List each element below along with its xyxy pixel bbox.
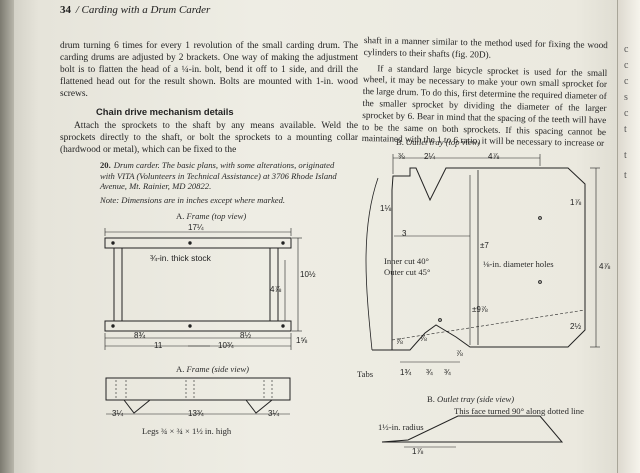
holes-label: ⅛-in. diameter holes — [483, 259, 554, 269]
edge-letter: c — [624, 108, 629, 119]
dim-side-left: 3¼ — [112, 409, 124, 418]
dim-small-c: ⅞ — [456, 349, 463, 358]
dim-small-a: ⅞ — [396, 337, 403, 346]
text-column-left: drum turning 6 times for every 1 revolut… — [60, 40, 358, 160]
running-header: 34 / Carding with a Drum Carder — [60, 4, 210, 16]
page-number: 34 — [60, 4, 71, 16]
dim-right-a: 8½ — [240, 331, 252, 340]
edge-letter: t — [624, 170, 627, 181]
edge-letter: s — [624, 92, 628, 103]
dim-right-bot: 2½ — [570, 322, 582, 331]
dim-bot-b: ¾ — [426, 368, 433, 377]
inner-cut-label: Inner cut 40° — [384, 256, 429, 266]
dim-small-b: ⅞ — [420, 334, 427, 343]
dim-left-gap: 1⅛ — [380, 204, 392, 213]
stock-label: ¾-in. thick stock — [150, 253, 211, 263]
outlet-tray-side-title: B. Outlet tray (side view) — [427, 394, 515, 404]
legs-note: Legs ¾ × ¾ × 1½ in. high — [142, 426, 232, 436]
dim-bottom-offset: 1⅝ — [296, 336, 308, 345]
edge-letter: c — [624, 44, 629, 55]
dim-height: 10½ — [300, 270, 316, 279]
outer-cut-label: Outer cut 45° — [384, 267, 431, 277]
edge-letter: c — [624, 76, 629, 87]
dim-right-top: 1⅞ — [570, 198, 582, 207]
dim-right-b: 10¾ — [218, 341, 234, 350]
caption-note: Note: Dimensions are in inches except wh… — [100, 194, 286, 205]
edge-letter: t — [624, 124, 627, 135]
dim-b: 2¼ — [424, 152, 436, 161]
dim-middle: ±7 — [480, 241, 489, 250]
frame-side-view-drawing — [105, 377, 291, 415]
dim-d: 3 — [402, 229, 407, 238]
dim-left-a: 8¾ — [134, 331, 146, 340]
dim-bot-c: ¾ — [444, 368, 451, 377]
figure-caption: 20.Drum carder. The basic plans, with so… — [100, 160, 340, 205]
section-heading: Chain drive mechanism details — [96, 106, 234, 117]
dim-right-mid: 4⅞ — [599, 262, 611, 271]
figure-number: 20. — [100, 160, 111, 170]
caption-text: Drum carder. The basic plans, with some … — [100, 160, 337, 192]
radius-label: 1½-in. radius — [378, 422, 424, 432]
frame-top-view-title: A. Frame (top view) — [176, 211, 247, 221]
outlet-tray-top-view-drawing — [365, 154, 600, 363]
dim-inner-height: 4⅞ — [270, 285, 282, 294]
dim-c: 4⅞ — [488, 152, 500, 161]
dim-side-height: 1⅞ — [412, 447, 424, 456]
dim-lower: ±9⅞ — [472, 305, 488, 314]
dim-left-b: 11 — [154, 341, 163, 350]
dim-overall-width: 17¼ — [188, 223, 204, 232]
edge-letter: t — [624, 150, 627, 161]
running-title: / Carding with a Drum Carder — [75, 4, 211, 16]
paragraph: drum turning 6 times for every 1 revolut… — [60, 41, 358, 99]
face-note: This face turned 90° along dotted line — [454, 406, 584, 416]
dim-a: ⅜ — [398, 152, 405, 161]
dim-side-right: 3¼ — [268, 409, 280, 418]
dim-bot-a: 1¾ — [400, 368, 412, 377]
outlet-tray-top-title: B. Outlet tray (top view) — [396, 137, 481, 147]
dim-side-middle: 13¾ — [188, 409, 204, 418]
outlet-tray-side-view-drawing — [381, 415, 564, 448]
edge-letter: c — [624, 60, 629, 71]
frame-top-view-drawing — [104, 228, 302, 350]
frame-side-view-title: A. Frame (side view) — [176, 364, 250, 374]
tabs-label: Tabs — [357, 369, 374, 379]
paragraph: Attach the sprockets to the shaft by any… — [60, 121, 358, 155]
book-binding — [0, 0, 14, 473]
